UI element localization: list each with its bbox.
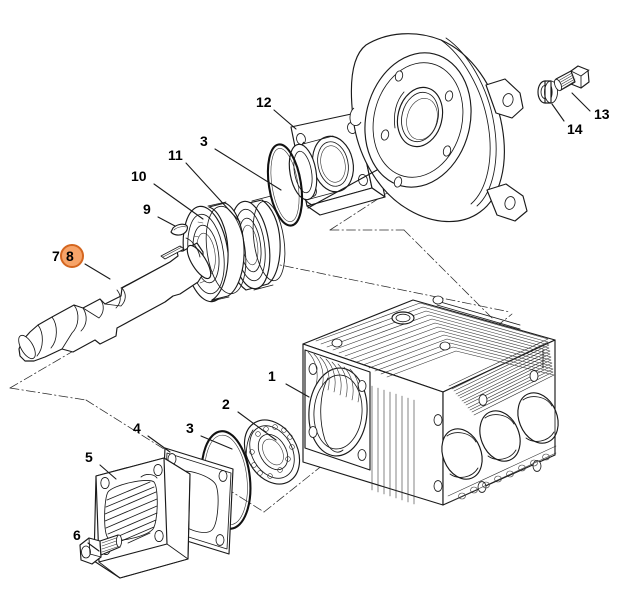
highlight-circle-callout-8[interactable] bbox=[60, 244, 84, 268]
block-cooling-fins-top bbox=[315, 302, 555, 416]
part-cylinder-block bbox=[302, 295, 559, 506]
part-flat-washer bbox=[537, 80, 558, 104]
callout-number-13[interactable]: 13 bbox=[594, 106, 610, 122]
callout-number-5[interactable]: 5 bbox=[85, 449, 93, 465]
part-hex-bolt bbox=[553, 65, 590, 92]
callout-number-7[interactable]: 7 bbox=[52, 248, 60, 264]
callout-number-10[interactable]: 10 bbox=[131, 168, 147, 184]
callout-number-2[interactable]: 2 bbox=[222, 396, 230, 412]
callout-number-4[interactable]: 4 bbox=[133, 420, 141, 436]
callout-number-11[interactable]: 11 bbox=[168, 147, 183, 163]
part-ball-bearing-front bbox=[243, 419, 301, 485]
callout-number-6[interactable]: 6 bbox=[73, 527, 81, 543]
part-woodruff-key bbox=[170, 223, 188, 236]
part-bellhousing bbox=[307, 33, 528, 223]
callout-number-14[interactable]: 14 bbox=[567, 121, 583, 137]
block-cooling-fins-front bbox=[307, 351, 360, 403]
part-crankshaft bbox=[18, 237, 212, 362]
callout-number-8[interactable]: 8 bbox=[66, 248, 74, 264]
part-bearing-carrier-flange bbox=[288, 112, 386, 216]
callout-number-3[interactable]: 3 bbox=[200, 133, 208, 149]
part-o-ring-upper bbox=[266, 143, 304, 227]
callout-number-1[interactable]: 1 bbox=[268, 368, 276, 384]
part-louvered-cover-plate bbox=[93, 457, 191, 579]
callout-leader-lines bbox=[84, 92, 591, 552]
block-bottom-beads bbox=[447, 445, 557, 503]
bearing-balls bbox=[249, 424, 295, 479]
block-cooling-fins-left bbox=[371, 385, 415, 505]
block-cylinder-ports bbox=[441, 392, 559, 480]
callout-number-3[interactable]: 3 bbox=[186, 420, 194, 436]
callout-number-12[interactable]: 12 bbox=[256, 94, 272, 110]
callout-number-9[interactable]: 9 bbox=[143, 201, 151, 217]
part-socket-head-cap-screw bbox=[79, 534, 123, 565]
